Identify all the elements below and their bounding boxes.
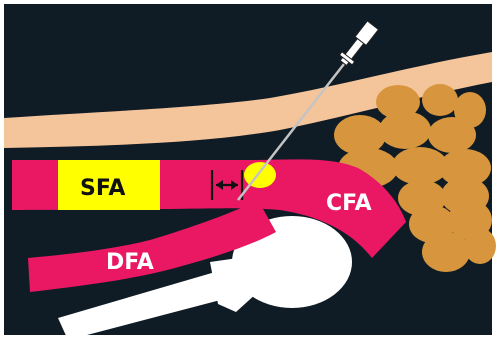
label-dfa: DFA — [106, 250, 154, 275]
label-sfa: SFA — [80, 176, 125, 201]
puncture-site-dot — [244, 162, 276, 188]
label-cfa: CFA — [326, 191, 372, 216]
